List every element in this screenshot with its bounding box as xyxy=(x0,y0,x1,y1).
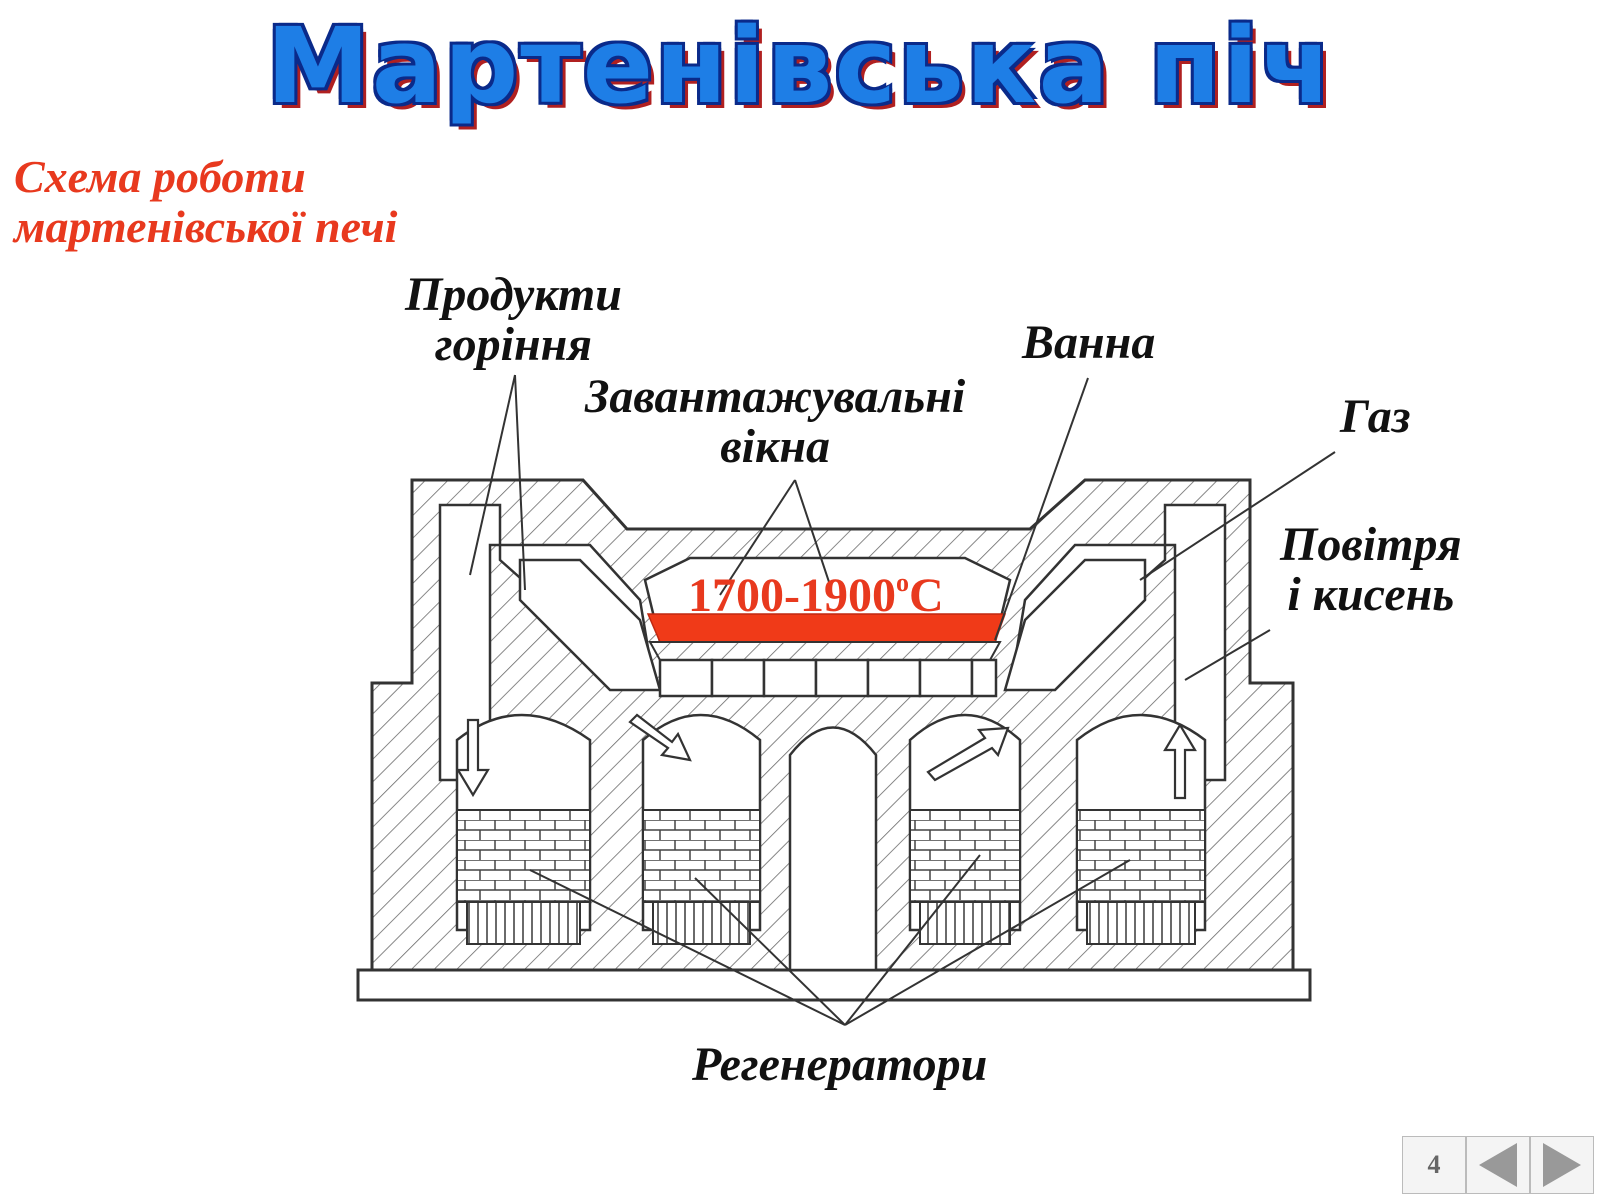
triangle-right-icon xyxy=(1543,1143,1581,1187)
leader-lines xyxy=(469,374,1336,1026)
subtitle-line-2: мартенівської печі xyxy=(14,201,398,252)
label-combustion-products: Продукти горіння xyxy=(405,270,622,370)
page-number: 4 xyxy=(1427,1150,1441,1179)
triangle-left-icon xyxy=(1479,1143,1517,1187)
right-inner-channel xyxy=(1003,558,1147,692)
temperature-value: 1700-1900 xyxy=(688,569,896,622)
loading-windows-line-2: вікна xyxy=(720,420,830,473)
regenerator-checkerwork xyxy=(456,809,1206,903)
label-air-oxygen: Повітря і кисень xyxy=(1280,520,1462,620)
prev-slide-button[interactable] xyxy=(1466,1136,1530,1194)
arrow-down-icon xyxy=(456,718,490,798)
label-regenerators: Регенератори xyxy=(692,1038,988,1091)
temperature-degree: o xyxy=(895,568,909,597)
slide-subtitle: Схема роботи мартенівської печі xyxy=(14,152,397,252)
label-gas: Газ xyxy=(1340,390,1411,443)
hearth-supports xyxy=(658,658,998,698)
temperature-label: 1700-1900oC xyxy=(688,568,944,623)
furnace-base-plate xyxy=(356,968,1312,1002)
slide-title: Мартенівська піч xyxy=(266,5,1334,127)
central-arch xyxy=(788,726,878,972)
label-bath: Ванна xyxy=(1022,316,1156,369)
label-loading-windows: Завантажувальні вікна xyxy=(585,372,965,472)
arrow-diag-down-icon xyxy=(628,713,692,762)
loading-windows-line-1: Завантажувальні xyxy=(585,370,966,423)
arrow-up-icon xyxy=(1163,722,1197,800)
combustion-products-line-2: горіння xyxy=(434,318,592,371)
arrow-diag-up-icon xyxy=(926,726,1010,782)
air-oxygen-line-2: і кисень xyxy=(1287,568,1455,621)
air-oxygen-line-1: Повітря xyxy=(1280,518,1462,571)
hearth xyxy=(648,641,1002,661)
slide-navigation: 4 xyxy=(1402,1136,1594,1194)
next-slide-button[interactable] xyxy=(1530,1136,1594,1194)
combustion-products-line-1: Продукти xyxy=(405,268,622,321)
page-number-box: 4 xyxy=(1402,1136,1466,1194)
temperature-unit: C xyxy=(908,569,944,622)
subtitle-line-1: Схема роботи xyxy=(14,151,306,202)
regenerator-grates xyxy=(466,901,1196,945)
flow-arrows xyxy=(456,713,1197,800)
